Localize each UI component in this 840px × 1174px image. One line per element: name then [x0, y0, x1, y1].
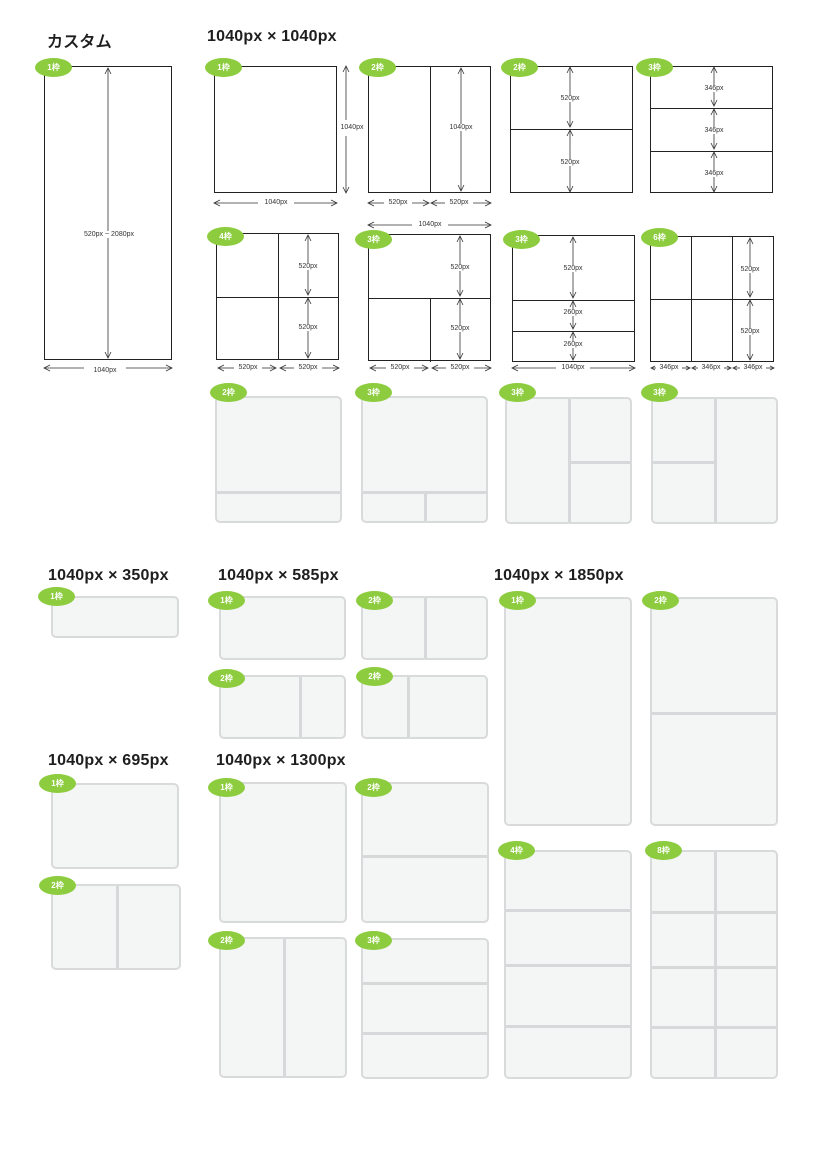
badge-3-frame: 3枠 — [355, 230, 392, 249]
badge-6-frame: 6枠 — [641, 228, 678, 247]
dim-height-label: 260px — [562, 309, 584, 316]
preview-1300-2-frame-vertical[interactable] — [219, 937, 347, 1078]
heading-1040x350: 1040px × 350px — [48, 567, 169, 584]
dim-height-label: 260px — [562, 341, 584, 348]
preview-350-1-frame[interactable] — [51, 596, 179, 638]
preview-585-2-frame-wide-left[interactable] — [219, 675, 346, 739]
preview-2-frame[interactable] — [215, 396, 342, 523]
badge-2-frame: 2枠 — [501, 58, 538, 77]
badge-2-frame: 2枠 — [359, 58, 396, 77]
badge-4-frame: 4枠 — [498, 841, 535, 860]
dim-height-label: 520px — [739, 328, 761, 335]
preview-695-2-frame[interactable] — [51, 884, 181, 970]
dim-width-label: 346px — [743, 364, 763, 371]
preview-1850-4-frame[interactable] — [504, 850, 632, 1079]
badge-1-frame: 1枠 — [205, 58, 242, 77]
badge-2-frame: 2枠 — [39, 876, 76, 895]
dim-width-label: 520px — [388, 199, 408, 206]
heading-1040x1040: 1040px × 1040px — [207, 28, 337, 45]
heading-1040x1300: 1040px × 1300px — [216, 752, 346, 769]
badge-3-frame: 3枠 — [355, 383, 392, 402]
dim-width-label: 520px — [390, 364, 410, 371]
dim-width-label: 520px — [450, 364, 470, 371]
preview-1300-3-frame[interactable] — [361, 938, 489, 1079]
badge-1-frame: 1枠 — [38, 587, 75, 606]
heading-1040x585: 1040px × 585px — [218, 567, 339, 584]
preview-3-frame[interactable] — [651, 397, 778, 524]
preview-3-frame[interactable] — [505, 397, 632, 524]
dim-height-label: 520px — [739, 266, 761, 273]
frame-6-grid[interactable] — [650, 236, 774, 362]
badge-3-frame: 3枠 — [503, 230, 540, 249]
preview-1850-1-frame[interactable] — [504, 597, 632, 826]
badge-2-frame: 2枠 — [356, 667, 393, 686]
dim-height-label: 1040px — [448, 124, 474, 131]
badge-1-frame: 1枠 — [499, 591, 536, 610]
dim-width-label: 346px — [701, 364, 721, 371]
badge-3-frame: 3枠 — [636, 58, 673, 77]
preview-1300-2-frame[interactable] — [361, 782, 489, 923]
heading-1040x1850: 1040px × 1850px — [494, 567, 624, 584]
badge-2-frame: 2枠 — [208, 931, 245, 950]
dim-height-label: 520px — [559, 159, 581, 166]
badge-3-frame: 3枠 — [355, 931, 392, 950]
heading-1040x695: 1040px × 695px — [48, 752, 169, 769]
dim-height-label: 346px — [703, 127, 725, 134]
badge-2-frame: 2枠 — [356, 591, 393, 610]
dim-width-label: 1040px — [264, 199, 288, 206]
dim-height-label: 346px — [703, 85, 725, 92]
frame-2-horizontal-split[interactable] — [510, 66, 633, 193]
badge-8-frame: 8枠 — [645, 841, 682, 860]
dim-height-label: 520px — [562, 265, 584, 272]
badge-1-frame: 1枠 — [39, 774, 76, 793]
dim-height-label: 1040px — [340, 124, 364, 131]
dim-height-label: 346px — [703, 170, 725, 177]
heading-custom: カスタム — [47, 34, 112, 51]
dim-width-label: 346px — [659, 364, 679, 371]
preview-3-frame[interactable] — [361, 396, 488, 523]
badge-2-frame: 2枠 — [642, 591, 679, 610]
preview-1300-1-frame[interactable] — [219, 782, 347, 923]
dim-height-label: 520px — [449, 264, 471, 271]
dim-height-label: 520px — [559, 95, 581, 102]
frame-3-top-full-bottom-split[interactable] — [368, 234, 491, 362]
badge-1-frame: 1枠 — [35, 58, 72, 77]
badge-2-frame: 2枠 — [355, 778, 392, 797]
dim-height-label: 520px — [297, 263, 319, 270]
badge-1-frame: 1枠 — [208, 778, 245, 797]
dim-width-label: 520px — [238, 364, 258, 371]
frame-4-grid[interactable] — [216, 233, 339, 360]
preview-695-1-frame[interactable] — [51, 783, 179, 869]
dim-width-label: 1040px — [418, 221, 442, 228]
dim-width-label: 1040px — [561, 364, 585, 371]
dim-height-label: 520px — [449, 325, 471, 332]
badge-2-frame: 2枠 — [208, 669, 245, 688]
badge-4-frame: 4枠 — [207, 227, 244, 246]
dim-width-label: 520px — [298, 364, 318, 371]
badge-3-frame: 3枠 — [641, 383, 678, 402]
badge-3-frame: 3枠 — [499, 383, 536, 402]
dim-width-label: 520px — [449, 199, 469, 206]
preview-585-2-frame-wide-right[interactable] — [361, 675, 488, 739]
dim-height-label: 520px — [297, 324, 319, 331]
dim-custom-height: 520px ~ 2080px — [82, 231, 135, 238]
custom-frame[interactable] — [44, 66, 172, 360]
badge-1-frame: 1枠 — [208, 591, 245, 610]
badge-2-frame: 2枠 — [210, 383, 247, 402]
frame-1-square[interactable] — [214, 66, 337, 193]
preview-585-1-frame[interactable] — [219, 596, 346, 660]
preview-1850-8-frame[interactable] — [650, 850, 778, 1079]
preview-1850-2-frame[interactable] — [650, 597, 778, 826]
dim-width-label: 1040px — [93, 367, 117, 374]
